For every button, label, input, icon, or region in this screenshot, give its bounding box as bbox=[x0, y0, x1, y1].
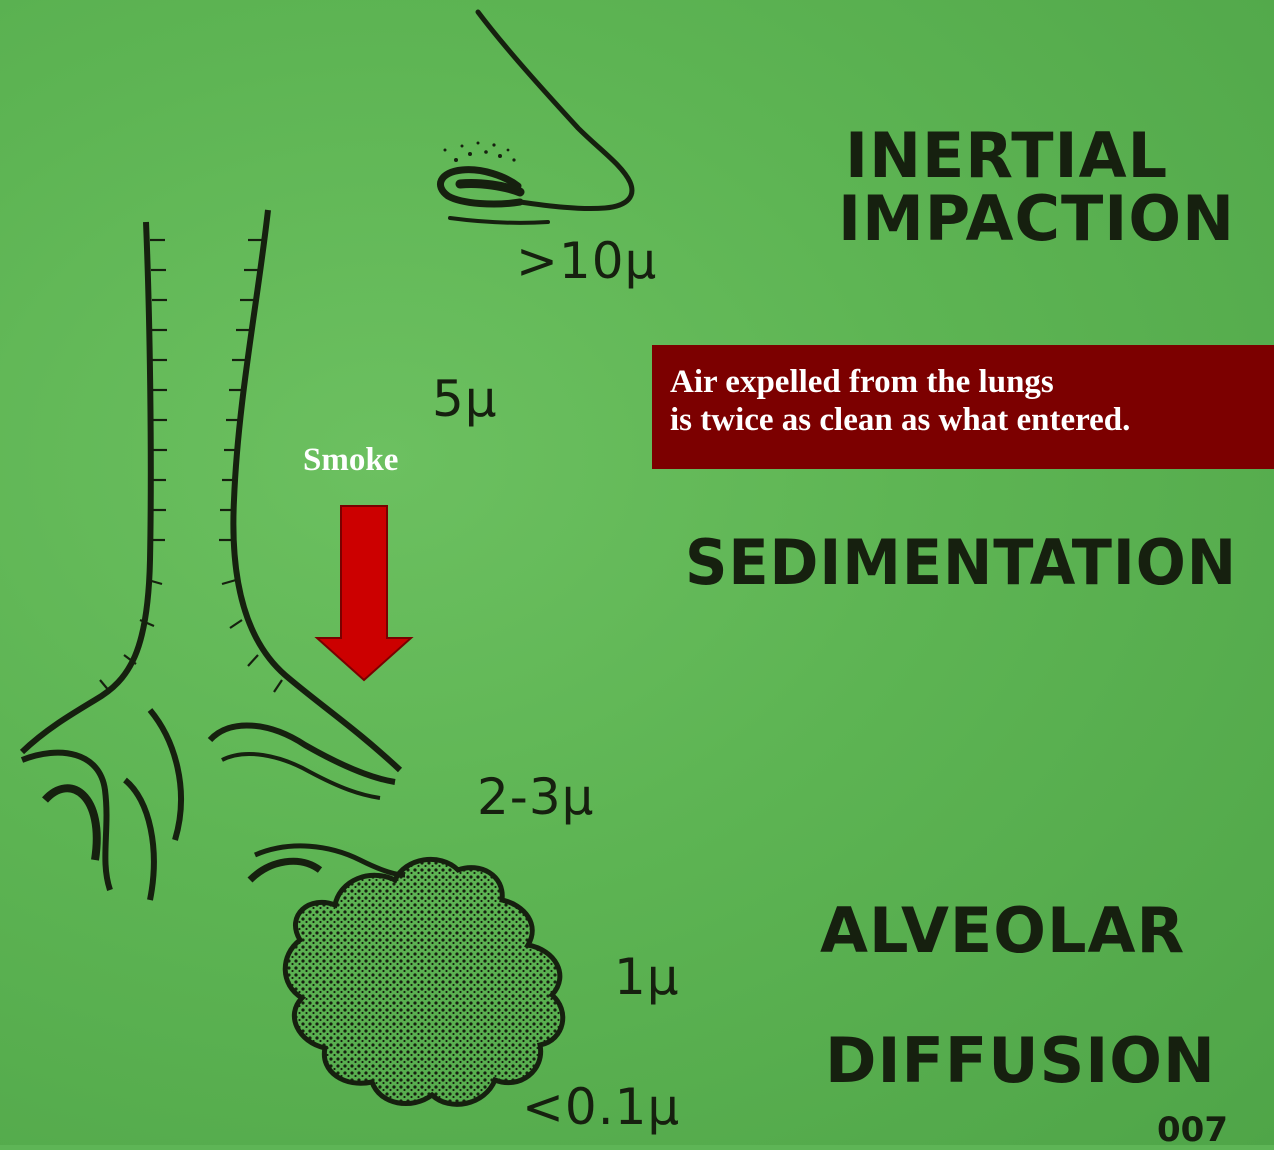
smoke-label: Smoke bbox=[303, 442, 398, 479]
size-label-1: 1µ bbox=[614, 948, 680, 1006]
title-diffusion: DIFFUSION bbox=[825, 1030, 1216, 1092]
smoke-arrow bbox=[317, 506, 411, 680]
size-label-5: 5µ bbox=[432, 370, 498, 428]
title-inertial: INERTIAL bbox=[845, 125, 1168, 187]
title-impaction: IMPACTION bbox=[838, 188, 1235, 250]
size-label-gt10: >10µ bbox=[516, 232, 657, 290]
callout-line-2: is twice as clean as what entered. bbox=[670, 401, 1274, 439]
size-label-2-3: 2-3µ bbox=[477, 768, 594, 826]
nose-drawing bbox=[440, 12, 631, 223]
page-number: 007 bbox=[1157, 1110, 1228, 1150]
title-sedimentation: SEDIMENTATION bbox=[685, 532, 1237, 594]
clean-air-callout: Air expelled from the lungs is twice as … bbox=[652, 345, 1274, 469]
title-alveolar: ALVEOLAR bbox=[820, 900, 1185, 962]
alveoli-cluster bbox=[285, 859, 563, 1104]
callout-line-1: Air expelled from the lungs bbox=[670, 363, 1274, 401]
size-label-lt01: <0.1µ bbox=[522, 1078, 680, 1136]
